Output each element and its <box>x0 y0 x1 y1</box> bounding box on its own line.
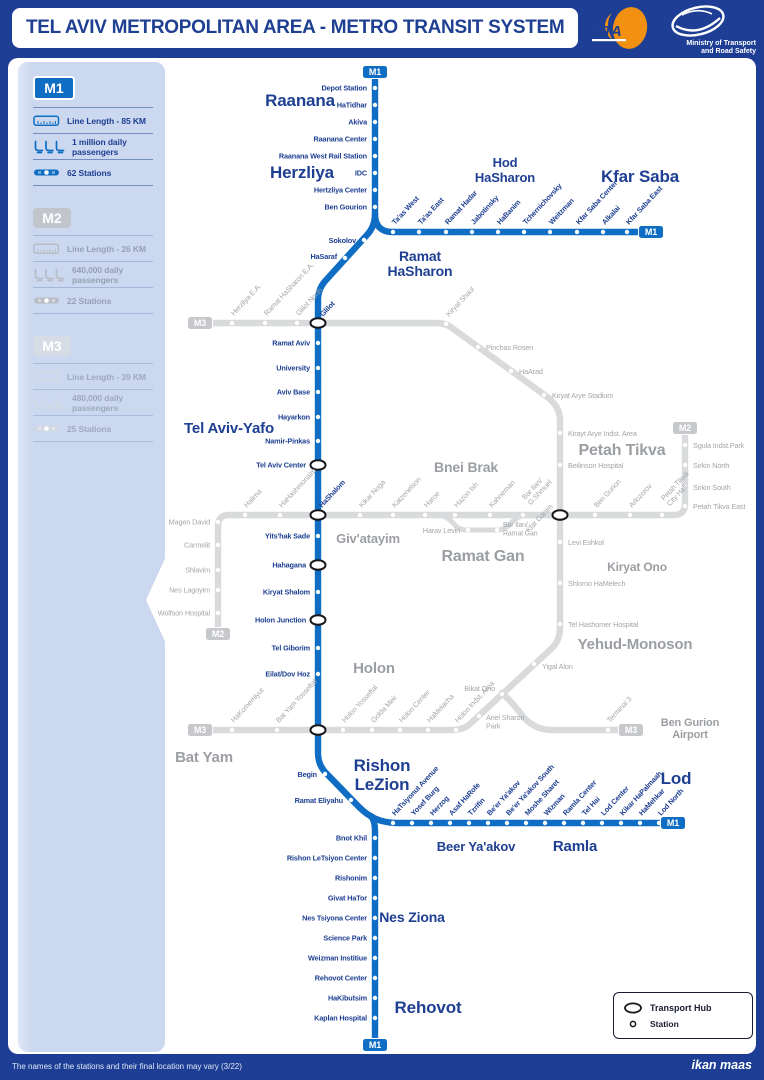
sidebar: M1 Line Length - 85 KM 1 million daily pa… <box>18 62 165 1052</box>
separator <box>33 159 153 160</box>
stat-label: 640,000 daily passengers <box>72 264 124 285</box>
separator <box>33 107 153 108</box>
separator <box>33 261 153 262</box>
legend-row-hub: Transport Hub <box>623 1002 752 1014</box>
stat-row: 25 Stations <box>33 416 153 441</box>
stat-label: Line Length - 39 KM <box>67 371 146 382</box>
stat-label: 1 million daily passengers <box>72 136 127 157</box>
legend-row-station: Station <box>623 1019 752 1029</box>
ruler-icon <box>33 242 60 255</box>
line-info-m1: M1 Line Length - 85 KM 1 million daily pa… <box>33 76 153 186</box>
ministry-logo-line2: and Road Safety <box>701 48 756 55</box>
stat-label: Line Length - 85 KM <box>67 115 146 126</box>
brand-logo: ikan maas <box>691 1058 752 1072</box>
title-banner: TEL AVIV METROPOLITAN AREA - METRO TRANS… <box>12 8 578 48</box>
passengers-icon <box>33 268 65 282</box>
separator <box>33 185 153 186</box>
legend-station-label: Station <box>650 1019 679 1029</box>
stat-label: Line Length - 26 KM <box>67 243 146 254</box>
separator <box>33 415 153 416</box>
stat-row: Line Length - 85 KM <box>33 108 153 133</box>
m3-badge: M3 <box>33 336 71 356</box>
m2-stats: Line Length - 26 KM 640,000 daily passeng… <box>33 235 153 314</box>
separator <box>33 235 153 236</box>
stat-row: Line Length - 39 KM <box>33 364 153 389</box>
separator <box>33 441 153 442</box>
footer-note: The names of the stations and their fina… <box>12 1062 242 1071</box>
ruler-icon <box>33 114 60 127</box>
separator <box>33 363 153 364</box>
stat-row: 640,000 daily passengers <box>33 262 153 287</box>
stat-label: 22 Stations <box>67 295 112 306</box>
stat-row: Line Length - 26 KM <box>33 236 153 261</box>
station-icon <box>629 1020 637 1028</box>
line-info-m2: M2 Line Length - 26 KM 640,000 daily pass… <box>33 208 153 314</box>
stations-icon <box>33 168 60 177</box>
stations-icon <box>33 296 60 305</box>
separator <box>33 133 153 134</box>
stat-row: 62 Stations <box>33 160 153 185</box>
separator <box>33 389 153 390</box>
passengers-icon <box>33 396 65 410</box>
stations-icon <box>33 424 60 433</box>
stat-label: 25 Stations <box>67 423 112 434</box>
m2-badge: M2 <box>33 208 71 228</box>
stat-label: 62 Stations <box>67 167 112 178</box>
line-info-m3: M3 Line Length - 39 KM 480,000 daily pass… <box>33 336 153 442</box>
ministry-logo-line1: Ministry of Transport <box>686 40 756 47</box>
nta-logo-text: NTA <box>592 23 622 40</box>
hub-icon <box>624 1002 642 1014</box>
legend: Transport Hub Station <box>613 992 753 1039</box>
legend-hub-label: Transport Hub <box>650 1003 712 1013</box>
stat-row: 22 Stations <box>33 288 153 313</box>
stat-row: 1 million daily passengers <box>33 134 153 159</box>
separator <box>33 313 153 314</box>
separator <box>33 287 153 288</box>
m3-stats: Line Length - 39 KM 480,000 daily passeng… <box>33 363 153 442</box>
passengers-icon <box>33 140 65 154</box>
ruler-icon <box>33 370 60 383</box>
ministry-logo: Ministry of Transport and Road Safety <box>671 5 757 55</box>
m1-badge: M1 <box>33 76 75 100</box>
m1-stats: Line Length - 85 KM 1 million daily passe… <box>33 107 153 186</box>
stat-label: 480,000 daily passengers <box>72 392 124 413</box>
page-title: TEL AVIV METROPOLITAN AREA - METRO TRANS… <box>26 17 565 38</box>
nta-logo: NTA <box>592 7 648 49</box>
stat-row: 480,000 daily passengers <box>33 390 153 415</box>
